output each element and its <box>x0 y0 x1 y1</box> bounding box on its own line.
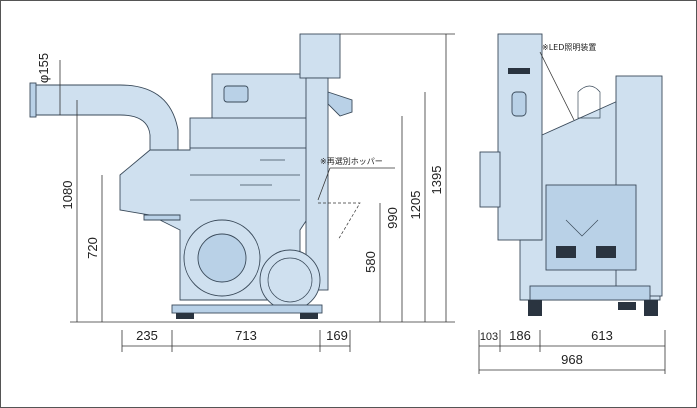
side-dimensions: ※LED照明装置 103 186 613 968 <box>478 42 666 374</box>
dim-total-height: 1395 <box>429 166 444 195</box>
front-dimensions: φ155 1080 720 580 990 1205 1395 235 713 … <box>36 33 455 352</box>
front-view <box>29 33 361 319</box>
dim-width-center: 713 <box>235 328 257 343</box>
side-light <box>511 91 527 117</box>
side-base <box>529 285 651 301</box>
pipe-flange <box>29 82 37 118</box>
elevator-spout <box>327 91 353 117</box>
dim-body-height: 990 <box>385 207 400 229</box>
elevator-head <box>299 33 341 79</box>
dim-side-c: 613 <box>591 328 613 343</box>
note-led: ※LED照明装置 <box>542 42 596 52</box>
dim-hopper-low: 720 <box>85 237 100 259</box>
side-vent <box>508 68 530 74</box>
motor-drum <box>259 249 321 311</box>
caster-left <box>176 313 194 319</box>
caster-right <box>300 313 318 319</box>
front-drum-inner <box>197 233 247 283</box>
window <box>223 85 249 103</box>
dim-side-total: 968 <box>561 352 583 367</box>
side-grille-right <box>596 246 616 258</box>
dim-inlet-height: 1080 <box>60 181 75 210</box>
side-view <box>479 33 663 316</box>
base-frame <box>171 304 323 314</box>
dim-side-b: 186 <box>509 328 531 343</box>
side-caster-left <box>528 300 542 316</box>
dim-width-right: 169 <box>326 328 348 343</box>
side-caster-right <box>644 300 658 316</box>
side-grille-left <box>556 246 576 258</box>
note-hopper: ※再選別ホッパー <box>320 156 383 166</box>
side-elevator <box>497 33 543 241</box>
dim-pipe-diameter: φ155 <box>36 53 51 83</box>
side-chute <box>479 151 501 208</box>
dim-side-a: 103 <box>480 331 498 343</box>
hopper-outline <box>318 202 361 241</box>
dim-top-height: 1205 <box>408 191 423 220</box>
dim-width-left: 235 <box>136 328 158 343</box>
side-caster-mid <box>618 302 636 310</box>
mid-housing <box>189 117 311 149</box>
dim-hopper-mid: 580 <box>363 251 378 273</box>
